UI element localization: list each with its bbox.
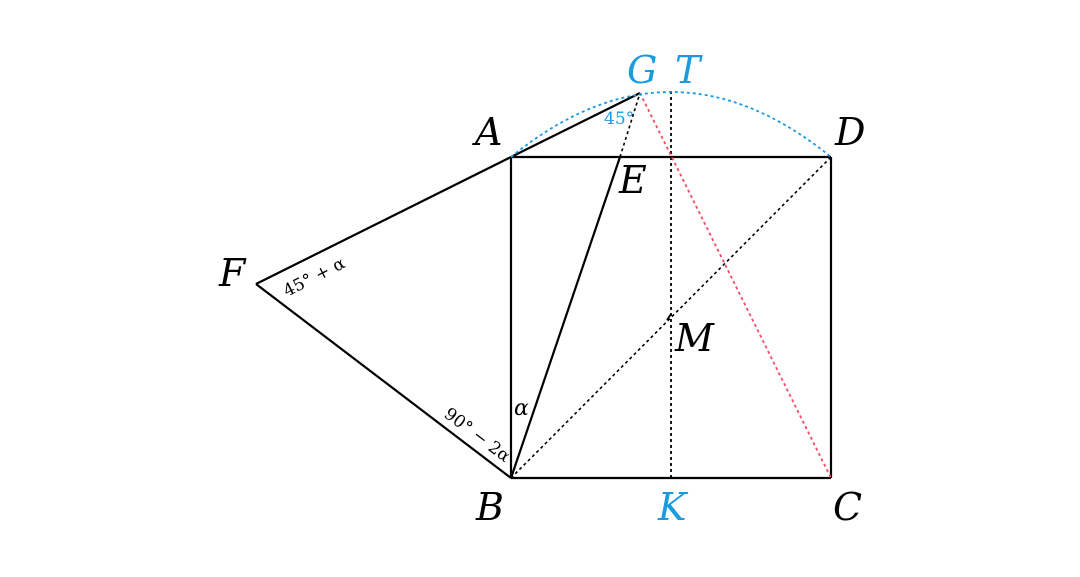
segment-FA [255, 156, 512, 285]
angle-label-G: 45° [604, 109, 634, 129]
angle-label-B-inner: α [514, 396, 529, 421]
label-E: E [618, 158, 647, 202]
segment-BE [509, 156, 622, 479]
segment-FB [255, 283, 512, 479]
label-G: G [627, 48, 657, 92]
label-K: K [657, 485, 689, 529]
label-F: F [218, 251, 247, 295]
label-M: M [674, 316, 715, 360]
label-D: D [834, 110, 865, 154]
label-T: T [675, 48, 703, 92]
label-A: A [472, 110, 502, 154]
label-C: C [833, 485, 862, 529]
segment-EG-dashed [619, 92, 641, 158]
angle-label-F: 45° + α [280, 253, 349, 301]
arc-AD-blue-dashed [510, 91, 832, 158]
segment-GC-red-dashed [639, 92, 832, 479]
segment-AG [510, 92, 641, 158]
tick-mark-M [666, 313, 672, 321]
label-B: B [475, 485, 504, 529]
angle-label-B-outer: 90° − 2α [440, 404, 514, 467]
